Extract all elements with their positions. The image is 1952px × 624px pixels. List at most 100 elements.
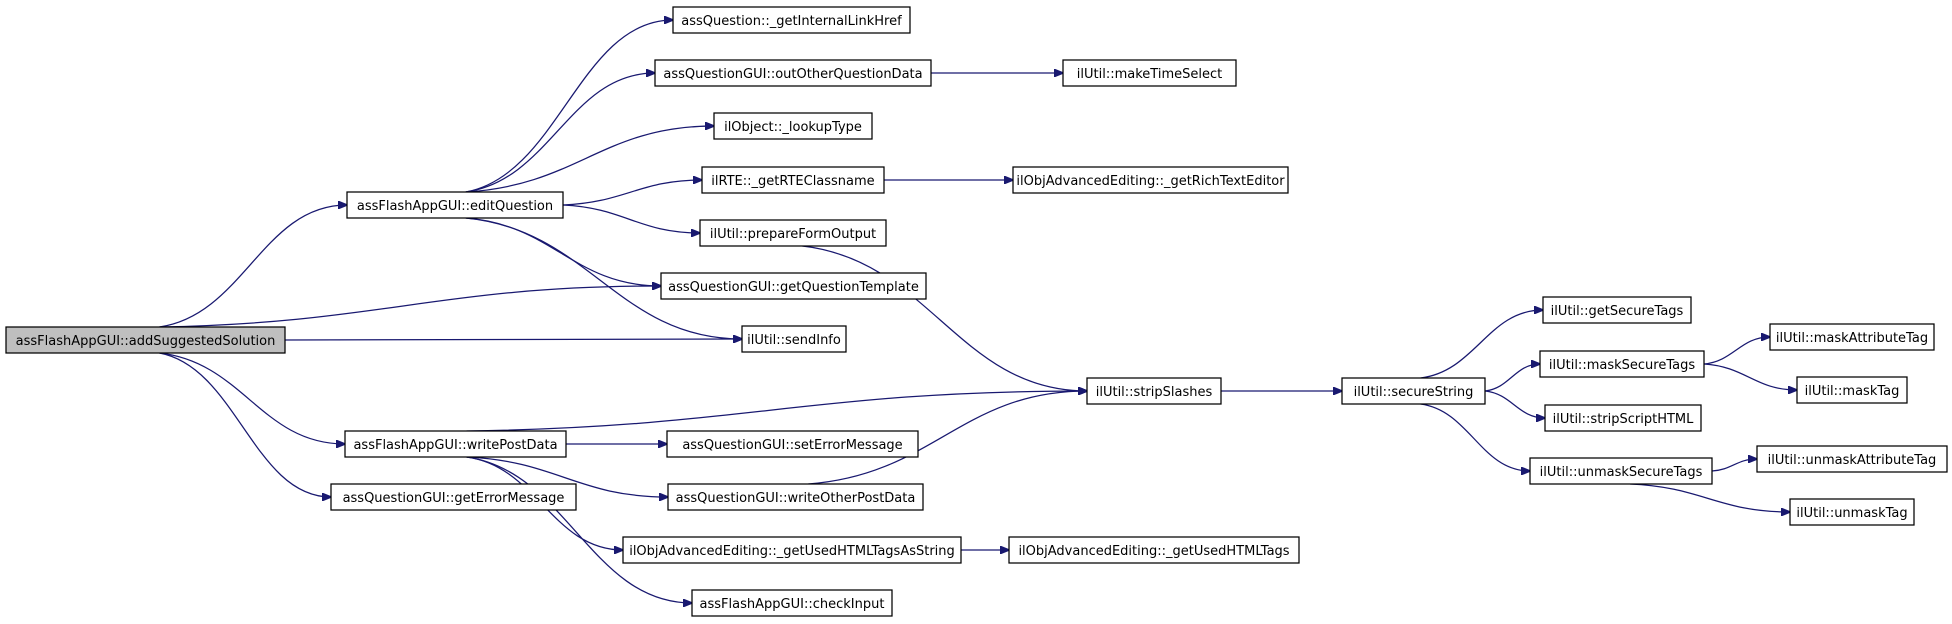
node-label: ilUtil::maskSecureTags — [1549, 358, 1695, 373]
edge-unmask-secure-tags-to-unmask-tag — [1630, 483, 1790, 512]
node-get-question-template[interactable]: assQuestionGUI::getQuestionTemplate — [660, 272, 927, 300]
node-label: ilUtil::prepareFormOutput — [710, 227, 876, 242]
edge-mask-secure-tags-to-mask-tag — [1703, 363, 1797, 390]
node-set-error-message[interactable]: assQuestionGUI::setErrorMessage — [666, 430, 919, 458]
node-label: assQuestion::_getInternalLinkHref — [681, 14, 902, 29]
node-mask-attribute-tag[interactable]: ilUtil::maskAttributeTag — [1769, 323, 1935, 351]
node-label: assFlashAppGUI::editQuestion — [357, 199, 553, 214]
node-label: ilUtil::unmaskSecureTags — [1540, 465, 1703, 480]
node-unmask-tag[interactable]: ilUtil::unmaskTag — [1789, 498, 1915, 526]
node-unmask-secure-tags[interactable]: ilUtil::unmaskSecureTags — [1529, 457, 1713, 485]
node-label: ilUtil::unmaskAttributeTag — [1768, 453, 1937, 468]
node-box[interactable] — [1796, 376, 1908, 404]
node-label: assQuestionGUI::getQuestionTemplate — [668, 280, 919, 295]
nodes-layer: assFlashAppGUI::addSuggestedSolutionassF… — [5, 6, 1948, 617]
node-box[interactable] — [672, 6, 911, 34]
node-box[interactable] — [346, 191, 564, 219]
node-box[interactable] — [1012, 166, 1289, 194]
node-box[interactable] — [1341, 377, 1486, 405]
node-send-info[interactable]: ilUtil::sendInfo — [741, 325, 847, 353]
node-box[interactable] — [344, 430, 567, 458]
node-edit-question[interactable]: assFlashAppGUI::editQuestion — [346, 191, 564, 219]
node-label: ilUtil::unmaskTag — [1796, 506, 1907, 521]
edge-add-suggested-solution-to-get-error-message — [159, 352, 331, 497]
node-box[interactable] — [667, 483, 924, 511]
node-strip-script-html[interactable]: ilUtil::stripScriptHTML — [1544, 404, 1702, 432]
edge-secure-string-to-unmask-secure-tags — [1420, 403, 1530, 471]
edge-add-suggested-solution-to-send-info — [284, 339, 742, 340]
node-box[interactable] — [701, 166, 885, 194]
node-box[interactable] — [666, 430, 919, 458]
edge-write-other-post-data-to-strip-slashes — [808, 391, 1087, 485]
node-write-other-post-data[interactable]: assQuestionGUI::writeOtherPostData — [667, 483, 924, 511]
edge-add-suggested-solution-to-write-post-data — [159, 352, 345, 444]
node-box[interactable] — [1539, 350, 1705, 378]
node-box[interactable] — [622, 536, 962, 564]
node-mask-secure-tags[interactable]: ilUtil::maskSecureTags — [1539, 350, 1705, 378]
node-label: ilObjAdvancedEditing::_getUsedHTMLTagsAs… — [629, 544, 955, 559]
node-prepare-form-output[interactable]: ilUtil::prepareFormOutput — [699, 219, 887, 247]
node-box[interactable] — [1544, 404, 1702, 432]
node-unmask-attribute-tag[interactable]: ilUtil::unmaskAttributeTag — [1756, 445, 1948, 473]
node-box[interactable] — [713, 112, 873, 140]
node-box[interactable] — [1769, 323, 1935, 351]
edge-edit-question-to-get-question-template — [465, 217, 661, 286]
edge-edit-question-to-lookup-type — [465, 126, 714, 193]
node-box[interactable] — [654, 59, 932, 87]
node-get-secure-tags[interactable]: ilUtil::getSecureTags — [1542, 296, 1692, 324]
node-box[interactable] — [1756, 445, 1948, 473]
node-box[interactable] — [1062, 59, 1237, 87]
node-label: ilUtil::getSecureTags — [1551, 304, 1684, 319]
edge-write-post-data-to-strip-slashes — [466, 391, 1087, 432]
node-lookup-type[interactable]: ilObject::_lookupType — [713, 112, 873, 140]
node-label: ilRTE::_getRTEClassname — [711, 174, 874, 189]
node-label: ilObjAdvancedEditing::_getUsedHTMLTags — [1018, 544, 1289, 559]
node-box[interactable] — [660, 272, 927, 300]
node-label: ilUtil::maskAttributeTag — [1776, 331, 1928, 346]
edge-secure-string-to-mask-secure-tags — [1484, 364, 1540, 392]
node-box[interactable] — [5, 326, 286, 354]
node-get-error-message[interactable]: assQuestionGUI::getErrorMessage — [330, 483, 577, 511]
node-get-rteclassname[interactable]: ilRTE::_getRTEClassname — [701, 166, 885, 194]
node-box[interactable] — [699, 219, 887, 247]
node-write-post-data[interactable]: assFlashAppGUI::writePostData — [344, 430, 567, 458]
node-add-suggested-solution[interactable]: assFlashAppGUI::addSuggestedSolution — [5, 326, 286, 354]
node-out-other-question-data[interactable]: assQuestionGUI::outOtherQuestionData — [654, 59, 932, 87]
edge-edit-question-to-send-info — [465, 217, 742, 339]
node-box[interactable] — [741, 325, 847, 353]
node-label: assQuestionGUI::getErrorMessage — [343, 491, 565, 506]
node-box[interactable] — [1789, 498, 1915, 526]
node-get-used-htmltags[interactable]: ilObjAdvancedEditing::_getUsedHTMLTags — [1008, 536, 1300, 564]
node-make-time-select[interactable]: ilUtil::makeTimeSelect — [1062, 59, 1237, 87]
node-box[interactable] — [1008, 536, 1300, 564]
node-strip-slashes[interactable]: ilUtil::stripSlashes — [1086, 377, 1222, 405]
edge-edit-question-to-get-internal-link-href — [465, 20, 673, 193]
node-secure-string[interactable]: ilUtil::secureString — [1341, 377, 1486, 405]
edge-edit-question-to-get-rteclassname — [562, 180, 702, 206]
node-get-used-htmltags-as-string[interactable]: ilObjAdvancedEditing::_getUsedHTMLTagsAs… — [622, 536, 962, 564]
node-label: ilUtil::stripScriptHTML — [1553, 412, 1695, 427]
node-box[interactable] — [1542, 296, 1692, 324]
node-label: ilUtil::stripSlashes — [1096, 385, 1213, 400]
edge-mask-secure-tags-to-mask-attribute-tag — [1703, 337, 1770, 365]
node-label: assFlashAppGUI::checkInput — [700, 597, 885, 612]
node-box[interactable] — [330, 483, 577, 511]
node-mask-tag[interactable]: ilUtil::maskTag — [1796, 376, 1908, 404]
node-box[interactable] — [1529, 457, 1713, 485]
node-label: assQuestionGUI::writeOtherPostData — [676, 491, 916, 506]
edge-edit-question-to-prepare-form-output — [562, 204, 700, 233]
node-box[interactable] — [691, 589, 893, 617]
node-label: ilObject::_lookupType — [724, 120, 862, 135]
node-get-internal-link-href[interactable]: assQuestion::_getInternalLinkHref — [672, 6, 911, 34]
node-label: ilObjAdvancedEditing::_getRichTextEditor — [1016, 174, 1285, 189]
node-check-input[interactable]: assFlashAppGUI::checkInput — [691, 589, 893, 617]
node-label: assQuestionGUI::setErrorMessage — [682, 438, 902, 453]
node-box[interactable] — [1086, 377, 1222, 405]
node-label: ilUtil::maskTag — [1805, 384, 1900, 399]
node-label: assQuestionGUI::outOtherQuestionData — [663, 67, 922, 82]
edge-prepare-form-output-to-strip-slashes — [802, 245, 1087, 391]
node-label: assFlashAppGUI::addSuggestedSolution — [16, 334, 276, 349]
node-get-rich-text-editor[interactable]: ilObjAdvancedEditing::_getRichTextEditor — [1012, 166, 1289, 194]
edge-add-suggested-solution-to-get-question-template — [159, 286, 661, 328]
